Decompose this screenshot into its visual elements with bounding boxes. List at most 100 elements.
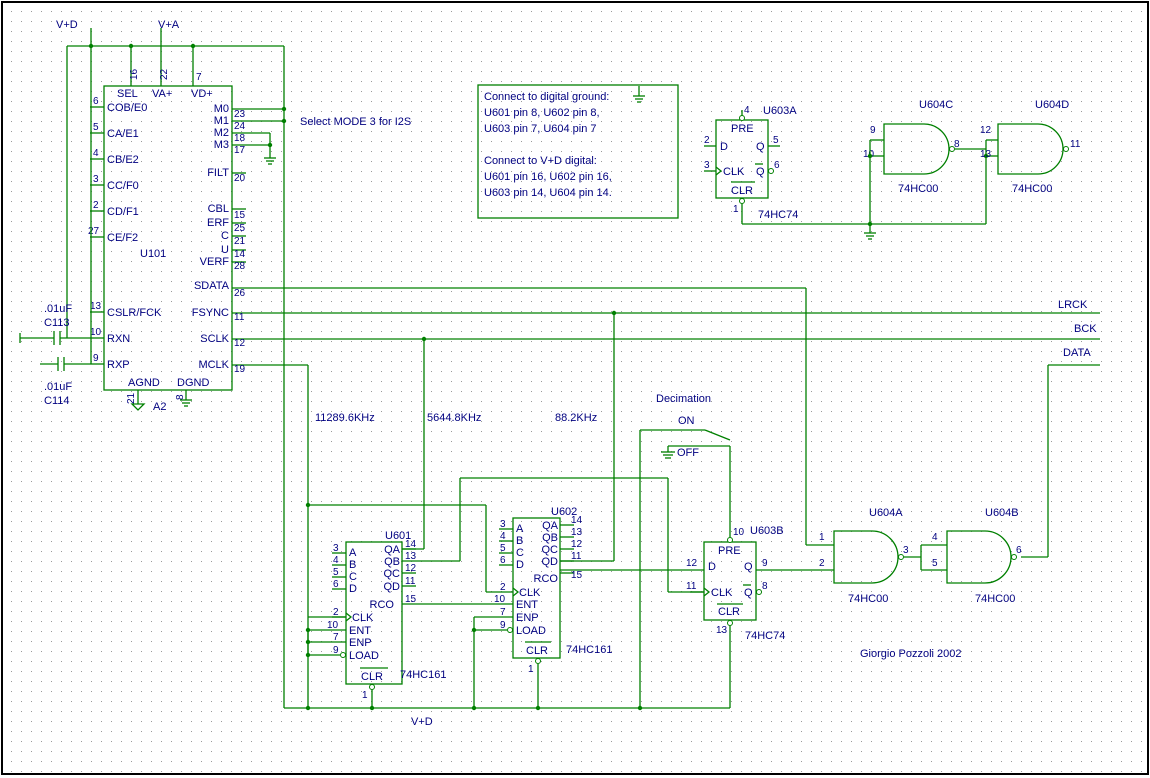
u604b-ref: U604B bbox=[985, 507, 1019, 519]
u101-left-pin-num-5: 27 bbox=[88, 226, 100, 237]
u602-right-pin-num-0: 14 bbox=[571, 515, 583, 526]
u101-right-pin-num-1: 24 bbox=[234, 121, 246, 132]
freq-label-2: 5644.8KHz bbox=[427, 412, 481, 424]
u603a-clr: CLR bbox=[731, 185, 753, 197]
u602-left-pin-name-5: ENT bbox=[516, 599, 538, 611]
u604b-in1: 4 bbox=[932, 532, 938, 543]
u603a-d: D bbox=[720, 141, 728, 153]
u101-top-pin-num-1: 22 bbox=[159, 68, 170, 80]
agnd-label: A2 bbox=[153, 401, 166, 413]
u601-left-pin-num-2: 5 bbox=[333, 567, 339, 578]
u603a-pre-num: 4 bbox=[744, 105, 750, 116]
u602-left-pin-num-4: 2 bbox=[500, 582, 506, 593]
u101-right-pin-name-13: MCLK bbox=[198, 359, 229, 371]
u603b-part: 74HC74 bbox=[745, 630, 785, 642]
u602-left-pin-name-0: A bbox=[516, 523, 524, 535]
u602-clr: CLR bbox=[526, 645, 548, 657]
u601-left-pin-name-0: A bbox=[349, 547, 357, 559]
u601-right-pin-name-4: RCO bbox=[370, 599, 395, 611]
u603b-d: D bbox=[708, 561, 716, 573]
u601-left-pin-num-4: 2 bbox=[333, 607, 339, 618]
u601-right-pin-num-3: 11 bbox=[405, 576, 416, 587]
u101-left-pin-num-0: 6 bbox=[93, 96, 99, 107]
u603a-ground-icon bbox=[864, 232, 876, 240]
u601-left-pin-num-1: 4 bbox=[333, 555, 339, 566]
c114-value: .01uF bbox=[44, 381, 72, 393]
u101-bottom-pin-num-0: 21 bbox=[126, 392, 137, 404]
u101-right-pin-num-7: 21 bbox=[234, 236, 246, 247]
u603a-ref: U603A bbox=[763, 105, 797, 117]
u101-bottom-pin-name-0: AGND bbox=[128, 377, 160, 389]
u101-right-pin-num-2: 18 bbox=[234, 133, 246, 144]
c113-ref: C113 bbox=[44, 317, 69, 329]
u101-left-pin-name-4: CD/F1 bbox=[107, 206, 139, 218]
u101-right-pin-name-10: SDATA bbox=[194, 280, 230, 292]
credit: Giorgio Pozzoli 2002 bbox=[860, 648, 962, 660]
u602-left-pin-name-2: C bbox=[516, 547, 524, 559]
output-bck: BCK bbox=[1074, 323, 1097, 335]
u601-right-pin-name-3: QD bbox=[384, 581, 401, 593]
u101-left-pin-name-0: COB/E0 bbox=[107, 102, 147, 114]
u101-right-pin-num-8: 14 bbox=[234, 249, 246, 260]
u601-right-pin-num-2: 12 bbox=[405, 563, 417, 574]
decimation-on: ON bbox=[678, 415, 695, 427]
u101-left-pin-name-3: CC/F0 bbox=[107, 180, 139, 192]
u604c-out: 8 bbox=[954, 139, 960, 150]
c113-capacitor bbox=[19, 300, 90, 345]
u101-right-pin-name-1: M1 bbox=[214, 115, 229, 127]
supply-vd-top: V+D bbox=[56, 19, 78, 31]
u604c-part: 74HC00 bbox=[898, 183, 938, 195]
u101-right-pin-name-3: M3 bbox=[214, 139, 229, 151]
u604c-in1: 9 bbox=[870, 125, 876, 136]
c114-capacitor bbox=[40, 357, 90, 371]
u603a-q-num: 5 bbox=[773, 135, 779, 146]
u604b-out: 6 bbox=[1016, 545, 1022, 556]
u101-right-pin-num-3: 17 bbox=[234, 145, 246, 156]
u602-left-pin-num-5: 10 bbox=[494, 594, 506, 605]
u603a-clk-triangle-icon bbox=[715, 166, 723, 176]
u602-clr-num: 1 bbox=[528, 664, 534, 675]
u603a-pre: PRE bbox=[731, 123, 754, 135]
u101-right-pin-num-12: 12 bbox=[234, 338, 246, 349]
u101-top-pin-name-1: VA+ bbox=[152, 88, 172, 100]
note-line-4: U601 pin 16, U602 pin 16, bbox=[484, 171, 612, 183]
u101-right-pin-name-2: M2 bbox=[214, 127, 229, 139]
u602-ref: U602 bbox=[551, 506, 577, 518]
u602-counter: U602 A B C D CLK ENT ENP LOAD 3 4 5 6 2 … bbox=[474, 506, 612, 708]
u603a-qn: Q bbox=[756, 166, 765, 178]
u602-right-pin-num-1: 13 bbox=[571, 527, 583, 538]
u603b-clk: CLK bbox=[711, 587, 733, 599]
note-line-0: Connect to digital ground: bbox=[484, 91, 609, 103]
supply-vd-bottom: V+D bbox=[411, 716, 433, 728]
decimation-switch[interactable] bbox=[639, 429, 731, 708]
u603a-part: 74HC74 bbox=[758, 209, 798, 221]
u603b-clr: CLR bbox=[718, 606, 740, 618]
u101-right-pin-name-12: SCLK bbox=[200, 333, 229, 345]
u604d-part: 74HC00 bbox=[1012, 183, 1052, 195]
u101-top-pin-name-0: SEL bbox=[117, 88, 138, 100]
u101-right-pin-num-13: 19 bbox=[234, 364, 246, 375]
u101-top-pin-name-2: VD+ bbox=[191, 88, 213, 100]
u601-clr: CLR bbox=[361, 671, 383, 683]
u101-left-pin-name-6: CSLR/FCK bbox=[107, 307, 162, 319]
u604d-in2: 13 bbox=[980, 149, 992, 160]
dgnd-ground-icon bbox=[180, 399, 192, 407]
u601-left-pin-name-7: LOAD bbox=[349, 650, 379, 662]
u101-right-pin-num-10: 26 bbox=[234, 288, 246, 299]
u101-right-pin-name-0: M0 bbox=[214, 103, 229, 115]
u603b-ref: U603B bbox=[750, 525, 784, 537]
u101-left-pin-num-3: 3 bbox=[93, 174, 99, 185]
mode-note: Select MODE 3 for I2S bbox=[300, 116, 411, 128]
u601-left-pin-num-0: 3 bbox=[333, 543, 339, 554]
u101-top-pin-num-2: 7 bbox=[196, 72, 202, 83]
u604b-gate: 4 5 6 U604B 74HC00 bbox=[932, 507, 1022, 605]
u101-right-pin-num-11: 11 bbox=[234, 312, 245, 323]
note-line-5: U603 pin 14, U604 pin 14. bbox=[484, 187, 612, 199]
u101-top-pin-num-0: 16 bbox=[129, 68, 140, 80]
u101-left-pin-name-8: RXP bbox=[107, 359, 130, 371]
u602-left-pin-num-6: 7 bbox=[500, 607, 506, 618]
u601-right-pin-num-4: 15 bbox=[405, 594, 417, 605]
u603b-clk-num: 11 bbox=[686, 581, 697, 592]
u603a-clk-num: 3 bbox=[704, 160, 710, 171]
u101-right-pin-num-0: 23 bbox=[234, 109, 246, 120]
